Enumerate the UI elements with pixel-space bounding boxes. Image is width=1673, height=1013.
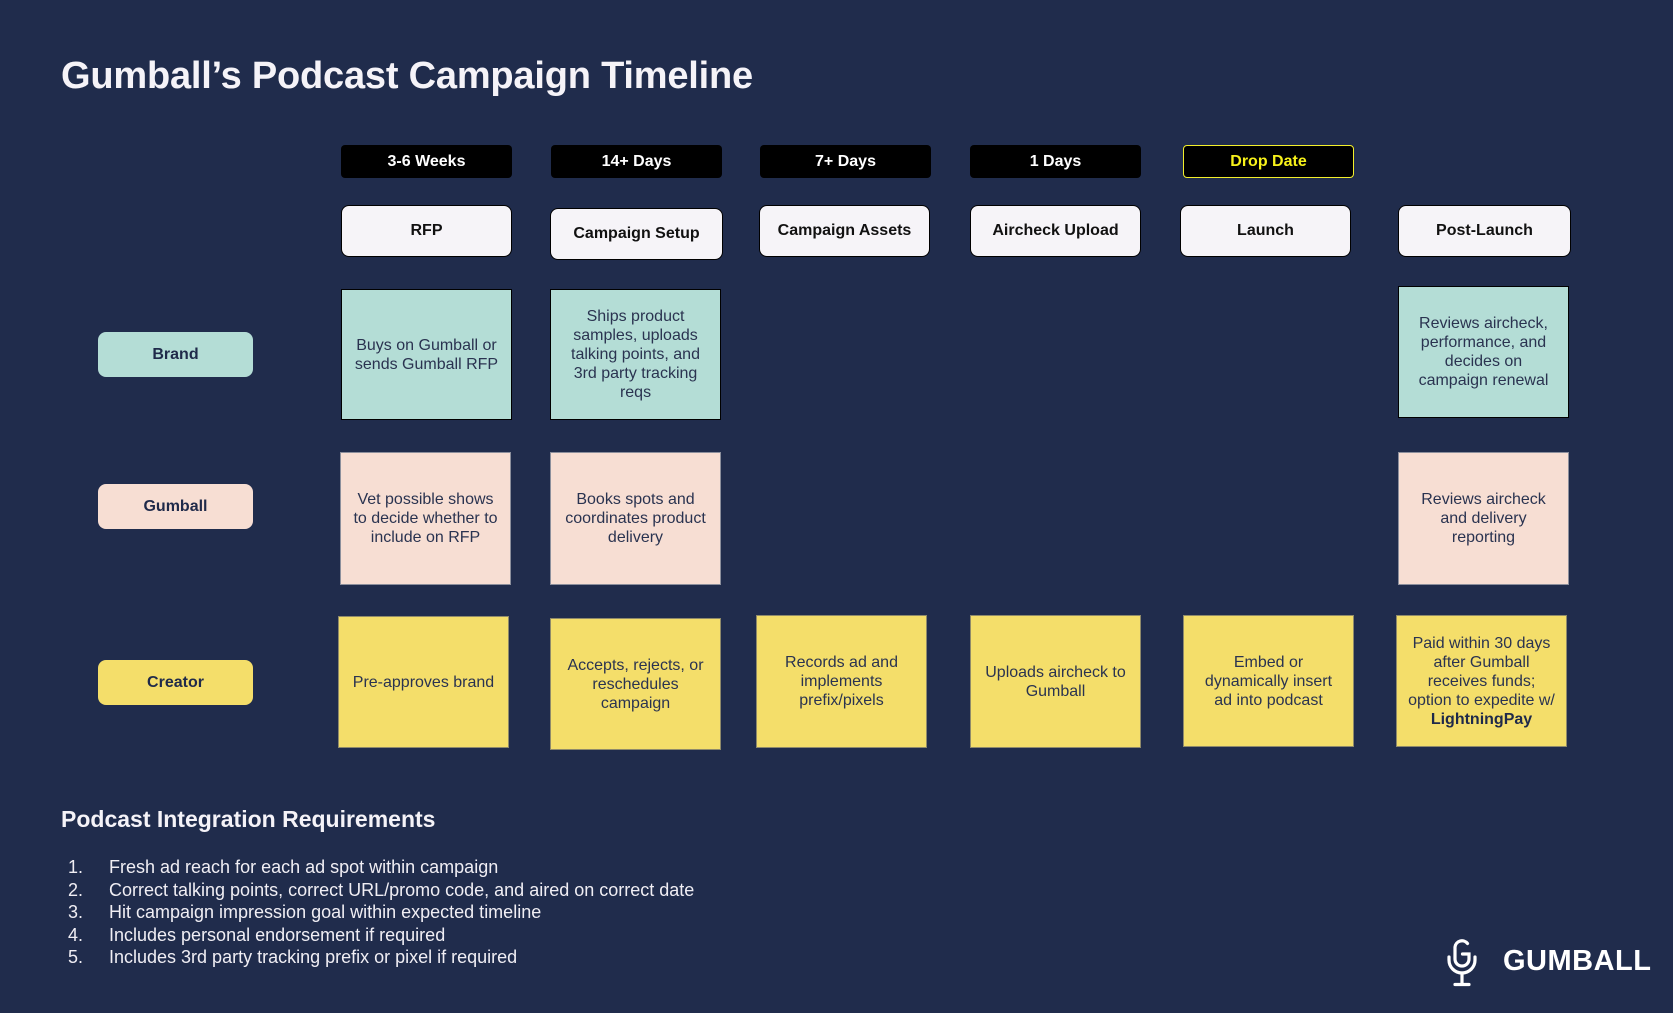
duration-badge-aircheck: 1 Days [970, 145, 1141, 178]
item-number: 2. [68, 879, 84, 900]
card-text: Embed or dynamically insert ad into podc… [1204, 653, 1333, 709]
creator-card-setup: Accepts, rejects, or reschedules campaig… [550, 618, 721, 750]
page-title: Gumball’s Podcast Campaign Timeline [61, 55, 753, 97]
card-text: Ships product samples, uploads talking p… [571, 308, 700, 401]
card-text: Records ad and implements prefix/pixels [785, 654, 898, 709]
requirements-list: 1. Fresh ad reach for each ad spot withi… [68, 856, 694, 969]
phase-campaign-setup: Campaign Setup [550, 208, 723, 260]
creator-card-assets: Records ad and implements prefix/pixels [756, 615, 927, 748]
card-text: Buys on Gumball or sends Gumball RFP [354, 336, 499, 373]
requirement-item: 5. Includes 3rd party tracking prefix or… [68, 946, 694, 969]
requirement-item: 4. Includes personal endorsement if requ… [68, 924, 694, 947]
card-text: Paid within 30 days after Gumball receiv… [1407, 634, 1556, 729]
lane-label-creator: Creator [98, 660, 253, 705]
gumball-logo: GUMBALL [1447, 935, 1651, 987]
phase-rfp: RFP [341, 205, 512, 257]
item-number: 4. [68, 924, 84, 945]
item-text: Correct talking points, correct URL/prom… [109, 879, 695, 900]
card-text: Uploads aircheck to Gumball [985, 663, 1126, 700]
card-text: Vet possible shows to decide whether to … [353, 491, 498, 546]
duration-badge-setup: 14+ Days [551, 145, 722, 178]
requirement-item: 2. Correct talking points, correct URL/p… [68, 879, 694, 902]
item-number: 1. [68, 857, 84, 877]
requirement-item: 3. Hit campaign impression goal within e… [68, 901, 694, 924]
creator-card-aircheck: Uploads aircheck to Gumball [970, 615, 1141, 748]
duration-badge-rfp: 3-6 Weeks [341, 145, 512, 178]
microphone-g-icon [1447, 939, 1477, 987]
phase-post-launch: Post-Launch [1398, 205, 1571, 257]
creator-card-launch: Embed or dynamically insert ad into podc… [1183, 615, 1354, 747]
item-text: Fresh ad reach for each ad spot within c… [109, 857, 499, 877]
phase-launch: Launch [1180, 205, 1351, 257]
lane-label-gumball: Gumball [98, 484, 253, 529]
item-text: Hit campaign impression goal within expe… [109, 902, 542, 922]
gumball-card-rfp: Vet possible shows to decide whether to … [340, 452, 511, 585]
phase-aircheck-upload: Aircheck Upload [970, 205, 1141, 257]
item-text: Includes personal endorsement if require… [109, 924, 446, 945]
item-text: Includes 3rd party tracking prefix or pi… [109, 947, 518, 967]
lightningpay-label: LightningPay [1430, 710, 1533, 728]
creator-card-rfp: Pre-approves brand [338, 616, 509, 748]
card-text: Reviews aircheck, performance, and decid… [1418, 315, 1549, 389]
gumball-card-setup: Books spots and coordinates product deli… [550, 452, 721, 585]
card-text: Books spots and coordinates product deli… [565, 491, 706, 546]
payment-terms-text: Paid within 30 days after Gumball receiv… [1408, 634, 1555, 709]
brand-card-rfp: Buys on Gumball or sends Gumball RFP [341, 289, 512, 420]
creator-card-post-launch: Paid within 30 days after Gumball receiv… [1396, 615, 1567, 747]
requirements-heading: Podcast Integration Requirements [61, 806, 436, 832]
brand-card-post-launch: Reviews aircheck, performance, and decid… [1398, 286, 1569, 418]
phase-campaign-assets: Campaign Assets [759, 205, 930, 257]
item-number: 3. [68, 902, 84, 922]
card-text: Accepts, rejects, or reschedules campaig… [567, 656, 704, 712]
requirement-item: 1. Fresh ad reach for each ad spot withi… [68, 856, 694, 879]
gumball-card-post-launch: Reviews aircheck and delivery reporting [1398, 452, 1569, 585]
card-text: Reviews aircheck and delivery reporting [1421, 491, 1546, 546]
item-number: 5. [68, 947, 84, 967]
lane-label-brand: Brand [98, 332, 253, 377]
brand-card-setup: Ships product samples, uploads talking p… [550, 289, 721, 420]
duration-badge-assets: 7+ Days [760, 145, 931, 178]
card-text: Pre-approves brand [352, 673, 495, 691]
drop-date-badge: Drop Date [1183, 145, 1354, 178]
logo-wordmark: GUMBALL [1503, 944, 1652, 977]
